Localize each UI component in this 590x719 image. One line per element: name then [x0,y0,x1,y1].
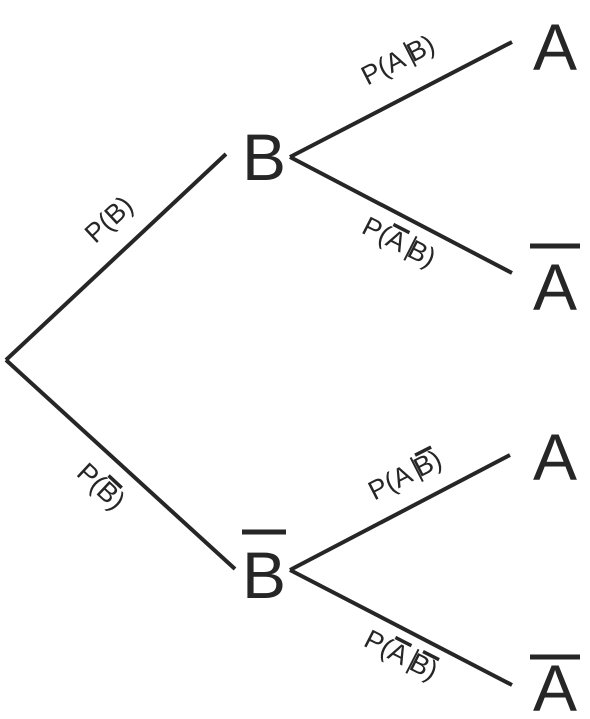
complement-bar [414,445,432,457]
conditional-bar [403,235,418,261]
conditional-bar [409,457,424,483]
nodes: B B A A A A [242,10,580,719]
node-b-complement: B [242,529,286,612]
svg-text:P(AB): P(AB) [363,444,446,506]
svg-text:P(AB): P(AB) [356,29,439,91]
edge-label-p-a-given-b: P(AB) [356,29,439,91]
branch-root-to-b [4,152,228,362]
node-b: B [242,120,286,194]
complement-bar [394,635,413,648]
node-a-given-b-complement: A [533,420,577,494]
complement-bar [422,650,440,662]
complement-bar [107,474,123,490]
node-a-complement-given-b-complement-letter: A [533,651,577,719]
conditional-bar [405,648,420,674]
branch-b-complement-to-a-complement [289,568,513,687]
node-b-complement-letter: B [242,538,286,612]
node-a-given-b: A [533,10,577,84]
node-a-complement-given-b-letter: A [533,250,577,324]
edge-label-p-a-complement-given-b: P(AB) [358,211,441,273]
svg-text:P(AB): P(AB) [358,211,441,273]
branch-root-to-b-complement [4,358,237,571]
branches [4,40,513,687]
branch-b-complement-to-a [289,453,511,572]
node-a-complement-given-b-complement: A [530,651,580,719]
branch-b-to-a-complement [289,155,513,275]
complement-bar [392,222,411,235]
conditional-bar [402,42,417,68]
edge-label-p-b: P(B) [79,190,139,249]
node-a-complement-given-b: A [530,243,580,324]
svg-text:P(B): P(B) [79,190,139,249]
branch-b-to-a [289,40,513,159]
edge-label-p-a-complement-given-b-complement: P(AB) [360,624,443,686]
edge-label-p-a-given-b-complement: P(AB) [363,444,446,506]
